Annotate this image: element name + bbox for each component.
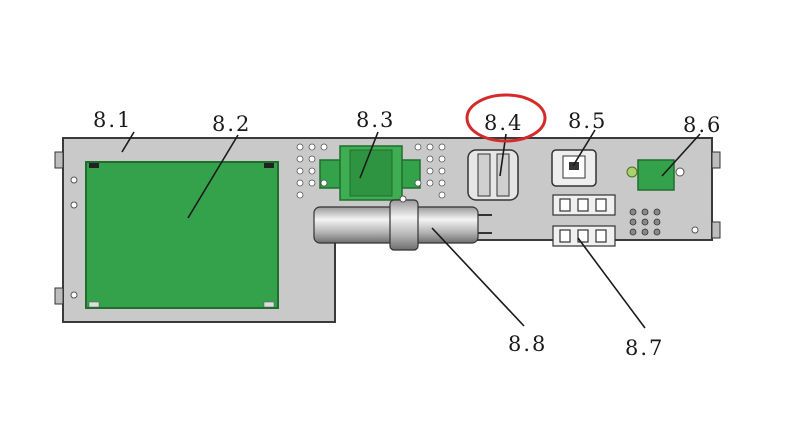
leader-lines [121,129,701,329]
highlight-circle [465,93,547,143]
mounting-tab [711,221,721,239]
mounting-tab [54,287,64,305]
component-8-5 [551,149,597,187]
terminal-8-6 [626,159,685,191]
label-8-1: 8.1 [93,108,133,132]
label-8-4: 8.4 [484,111,524,135]
component-8-4 [467,149,519,201]
terminal-dots [629,208,661,236]
label-8-8: 8.8 [508,332,548,356]
label-8-3: 8.3 [356,108,396,132]
label-8-7: 8.7 [625,336,665,360]
relay-sockets-8-7 [552,194,616,247]
mounting-tab [711,151,721,169]
mounting-tab [54,151,64,169]
vent-holes [296,143,446,199]
label-8-5: 8.5 [568,109,608,133]
transformer [319,145,421,201]
label-8-2: 8.2 [212,112,252,136]
label-8-6: 8.6 [683,113,723,137]
pcb-board [85,161,279,309]
